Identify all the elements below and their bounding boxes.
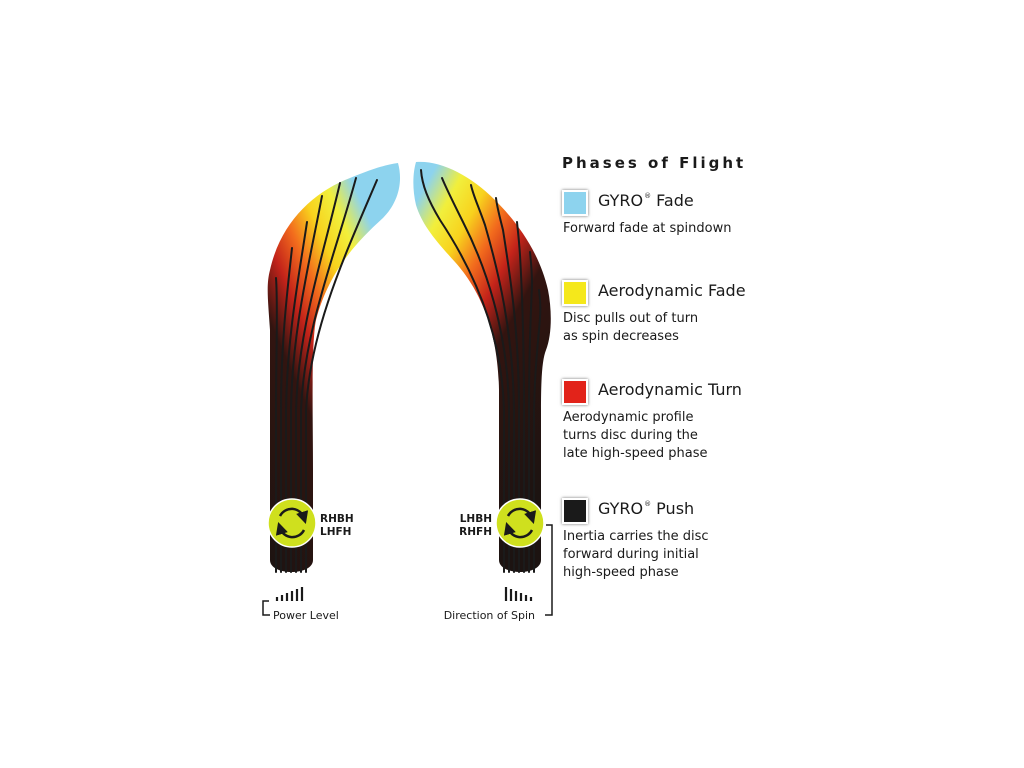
aerodynamic-fade-label: Aerodynamic Fade — [598, 281, 746, 300]
power-level-bars — [275, 587, 304, 601]
right-throw-label-1: LHBH — [460, 513, 492, 525]
direction-of-spin-bracket — [545, 524, 553, 616]
clockwise-rotation-icon-lower — [275, 522, 306, 539]
left-throw-label-1: RHBH — [320, 513, 354, 525]
left-flight-path: RHBH LHFH Power Level — [262, 163, 401, 622]
aerodynamic-fade-swatch — [562, 280, 588, 306]
right-spin-indicator — [495, 498, 545, 548]
clockwise-rotation-icon — [278, 507, 309, 524]
aerodynamic-turn-label: Aerodynamic Turn — [598, 380, 742, 399]
gyro-fade-swatch — [562, 190, 588, 216]
power-level-bracket — [262, 600, 270, 616]
right-flight-lines — [420, 169, 542, 573]
right-throw-label-2: RHFH — [459, 526, 492, 538]
left-flight-lines — [275, 177, 378, 573]
gyro-fade-description: Forward fade at spindown — [563, 221, 732, 236]
right-flight-band — [413, 161, 551, 572]
gyro-push-swatch — [562, 498, 588, 524]
aerodynamic-turn-description: Aerodynamic profile turns disc during th… — [563, 410, 708, 461]
clockwise-rotation-icon — [506, 507, 537, 524]
gyro-push-description: Inertia carries the disc forward during … — [563, 529, 709, 580]
gyro-fade-label: GYRO® Fade — [598, 191, 694, 210]
aerodynamic-fade-description: Disc pulls out of turn as spin decreases — [563, 311, 699, 344]
legend-title: Phases of Flight — [562, 154, 747, 172]
power-level-label: Power Level — [273, 609, 339, 622]
gyro-push-label: GYRO® Push — [598, 499, 695, 518]
aerodynamic-turn-swatch — [562, 379, 588, 405]
direction-of-spin-bars — [504, 587, 533, 601]
left-throw-label-2: LHFH — [320, 526, 351, 538]
direction-of-spin-label: Direction of Spin — [444, 609, 535, 622]
clockwise-rotation-icon-lower — [503, 522, 534, 539]
left-spin-indicator — [267, 498, 317, 548]
right-flight-path: LHBH RHFH Direction of Spin — [413, 161, 553, 622]
